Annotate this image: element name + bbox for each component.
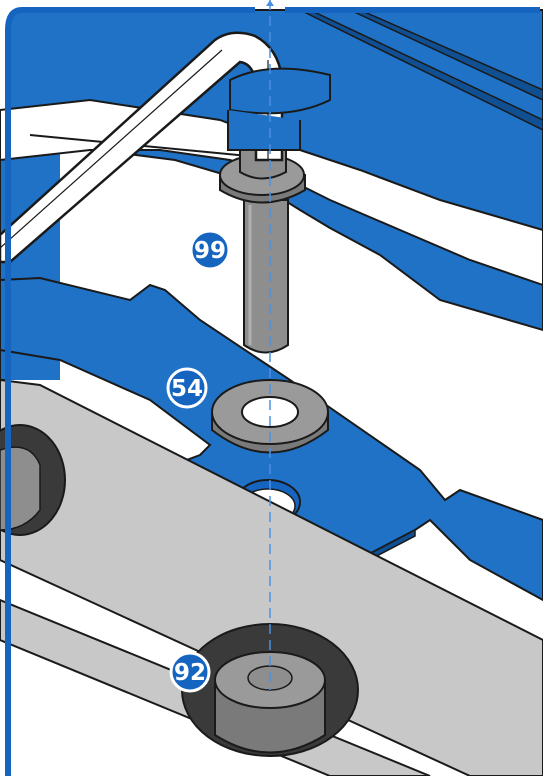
callout-label-99: 99: [194, 238, 226, 264]
callout-92: 92: [171, 653, 209, 691]
callout-99: 99: [191, 231, 229, 269]
callout-label-54: 54: [171, 376, 203, 402]
spacer-icon: [215, 652, 325, 753]
callout-54: 54: [168, 369, 206, 407]
callout-label-92: 92: [174, 660, 206, 686]
